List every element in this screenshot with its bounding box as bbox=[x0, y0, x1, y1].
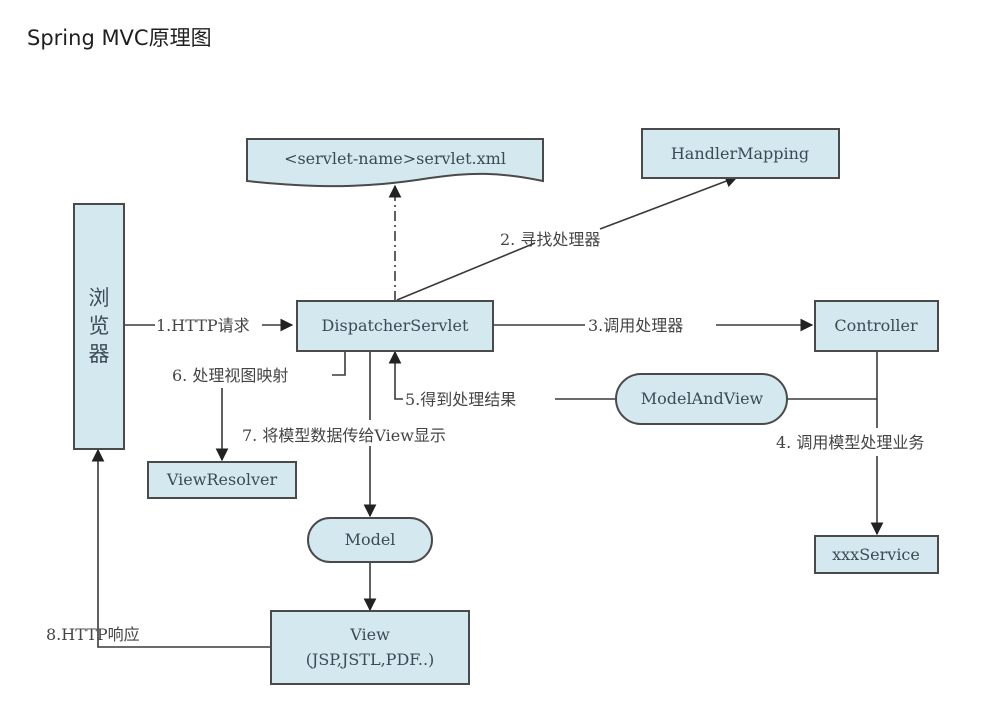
node-model-and-view: ModelAndView bbox=[615, 373, 788, 425]
edge-result-v bbox=[388, 350, 403, 400]
node-dispatcher-servlet: DispatcherServlet bbox=[296, 300, 494, 352]
edge-label-step3: 3.调用处理器 bbox=[588, 316, 683, 335]
model-and-view-label: ModelAndView bbox=[641, 389, 764, 408]
view-label-line2: (JSP,JSTL,PDF..) bbox=[306, 650, 435, 669]
edge-find-handler-b bbox=[599, 175, 739, 230]
node-handler-mapping: HandlerMapping bbox=[641, 128, 840, 179]
edge-label-step1: 1.HTTP请求 bbox=[156, 316, 250, 335]
controller-label: Controller bbox=[834, 316, 918, 335]
browser-char-3: 器 bbox=[89, 342, 110, 366]
browser-char-1: 浏 bbox=[89, 286, 110, 310]
servlet-xml-label: <servlet-name>servlet.xml bbox=[284, 149, 506, 168]
edge-label-step6: 6. 处理视图映射 bbox=[172, 366, 288, 385]
node-view: View (JSP,JSTL,PDF..) bbox=[270, 610, 470, 685]
handler-mapping-label: HandlerMapping bbox=[671, 144, 809, 163]
view-resolver-label: ViewResolver bbox=[166, 470, 278, 489]
dispatcher-servlet-label: DispatcherServlet bbox=[322, 316, 469, 335]
edge-label-step4: 4. 调用模型处理业务 bbox=[776, 433, 924, 452]
edge-http-response bbox=[91, 448, 271, 648]
edge-label-step8: 8.HTTP响应 bbox=[46, 625, 140, 644]
browser-char-2: 览 bbox=[89, 314, 110, 338]
edge-label-step5: 5.得到处理结果 bbox=[405, 390, 516, 409]
view-label-line1: View bbox=[349, 625, 390, 644]
node-model: Model bbox=[307, 517, 433, 563]
node-servlet-xml: <servlet-name>servlet.xml bbox=[246, 138, 544, 188]
model-label: Model bbox=[345, 530, 396, 549]
edge-label-step7: 7. 将模型数据传给View显示 bbox=[242, 426, 446, 445]
edge-find-handler-a bbox=[396, 242, 536, 301]
node-view-resolver: ViewResolver bbox=[147, 461, 297, 499]
page-title: Spring MVC原理图 bbox=[27, 26, 212, 50]
node-xxx-service: xxxService bbox=[814, 535, 939, 574]
node-browser: 浏 览 器 bbox=[73, 203, 125, 450]
xxx-service-label: xxxService bbox=[832, 545, 920, 564]
edge-view-mapping-top bbox=[332, 351, 346, 376]
node-controller: Controller bbox=[814, 300, 939, 352]
edge-label-step2: 2. 寻找处理器 bbox=[500, 230, 600, 249]
